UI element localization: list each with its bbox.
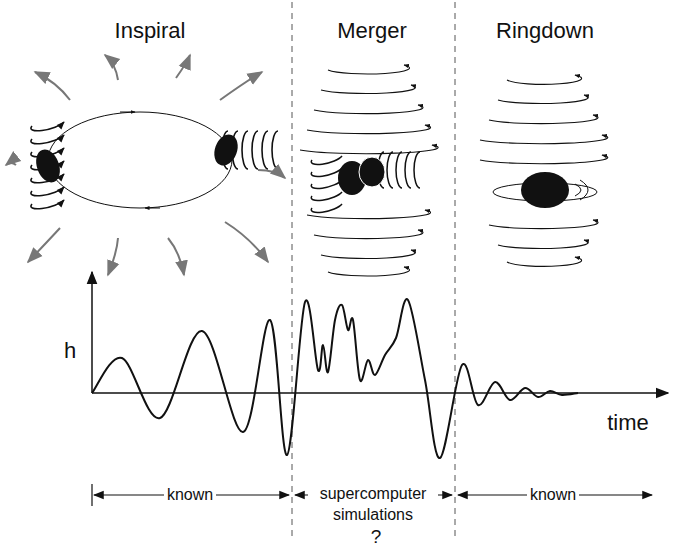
swirl [31, 122, 64, 131]
swirl [311, 180, 342, 188]
wave-arrow [6, 163, 16, 165]
axis-label: time [604, 410, 652, 436]
ring [328, 267, 410, 276]
ring [480, 135, 608, 144]
span-label: known [527, 485, 579, 504]
ring [507, 75, 582, 84]
wave-arrow [168, 238, 184, 275]
ring [498, 240, 588, 249]
black-hole [359, 157, 385, 187]
orbit [48, 112, 232, 208]
swirl [387, 152, 393, 188]
divider-line [292, 2, 293, 540]
wave-arrow [225, 222, 268, 262]
swirl [272, 131, 278, 169]
wave-arrow [176, 55, 190, 78]
swirl [311, 192, 342, 200]
span-label: known [164, 485, 216, 504]
black-hole [32, 146, 64, 185]
axis-label: h [61, 338, 79, 364]
swirl [31, 135, 64, 144]
wave-arrow [220, 72, 262, 100]
ring [307, 125, 431, 134]
span-label: supercomputer simulations [308, 484, 438, 526]
phase-title: Merger [334, 18, 410, 44]
y-axis [91, 272, 93, 393]
ring [575, 180, 588, 200]
black-hole [210, 131, 242, 169]
time-axis [92, 392, 668, 394]
wave-arrow [105, 55, 118, 80]
swirl [252, 131, 258, 169]
swirl [405, 152, 411, 188]
tick [91, 484, 92, 506]
ring [480, 155, 608, 164]
orbit-arrow [120, 112, 135, 113]
swirl [396, 152, 402, 188]
note-mark: ? [368, 526, 385, 549]
waveform [92, 299, 578, 458]
ring [489, 115, 598, 124]
swirl [311, 156, 342, 164]
ring [321, 250, 415, 259]
swirl [31, 187, 64, 196]
black-hole-illustration [6, 55, 608, 276]
wave-arrow [258, 170, 285, 178]
ring [489, 220, 598, 229]
swirl [31, 200, 64, 209]
ring [314, 230, 423, 239]
swirl [242, 131, 248, 169]
ring [300, 145, 438, 154]
phase-title: Inspiral [112, 18, 189, 44]
ring [321, 85, 415, 94]
swirl [311, 204, 342, 212]
black-hole [521, 172, 569, 208]
phase-title: Ringdown [493, 18, 597, 44]
swirl [414, 152, 420, 188]
ring [498, 95, 588, 104]
wave-arrow [108, 238, 118, 275]
wave-arrow [28, 228, 60, 262]
ring [507, 257, 582, 266]
ring [328, 65, 410, 74]
swirl [262, 131, 268, 169]
ring [314, 105, 423, 114]
wave-arrow [35, 72, 70, 100]
divider-line [455, 2, 456, 540]
swirl [311, 168, 342, 176]
orbit-arrow [145, 208, 160, 209]
